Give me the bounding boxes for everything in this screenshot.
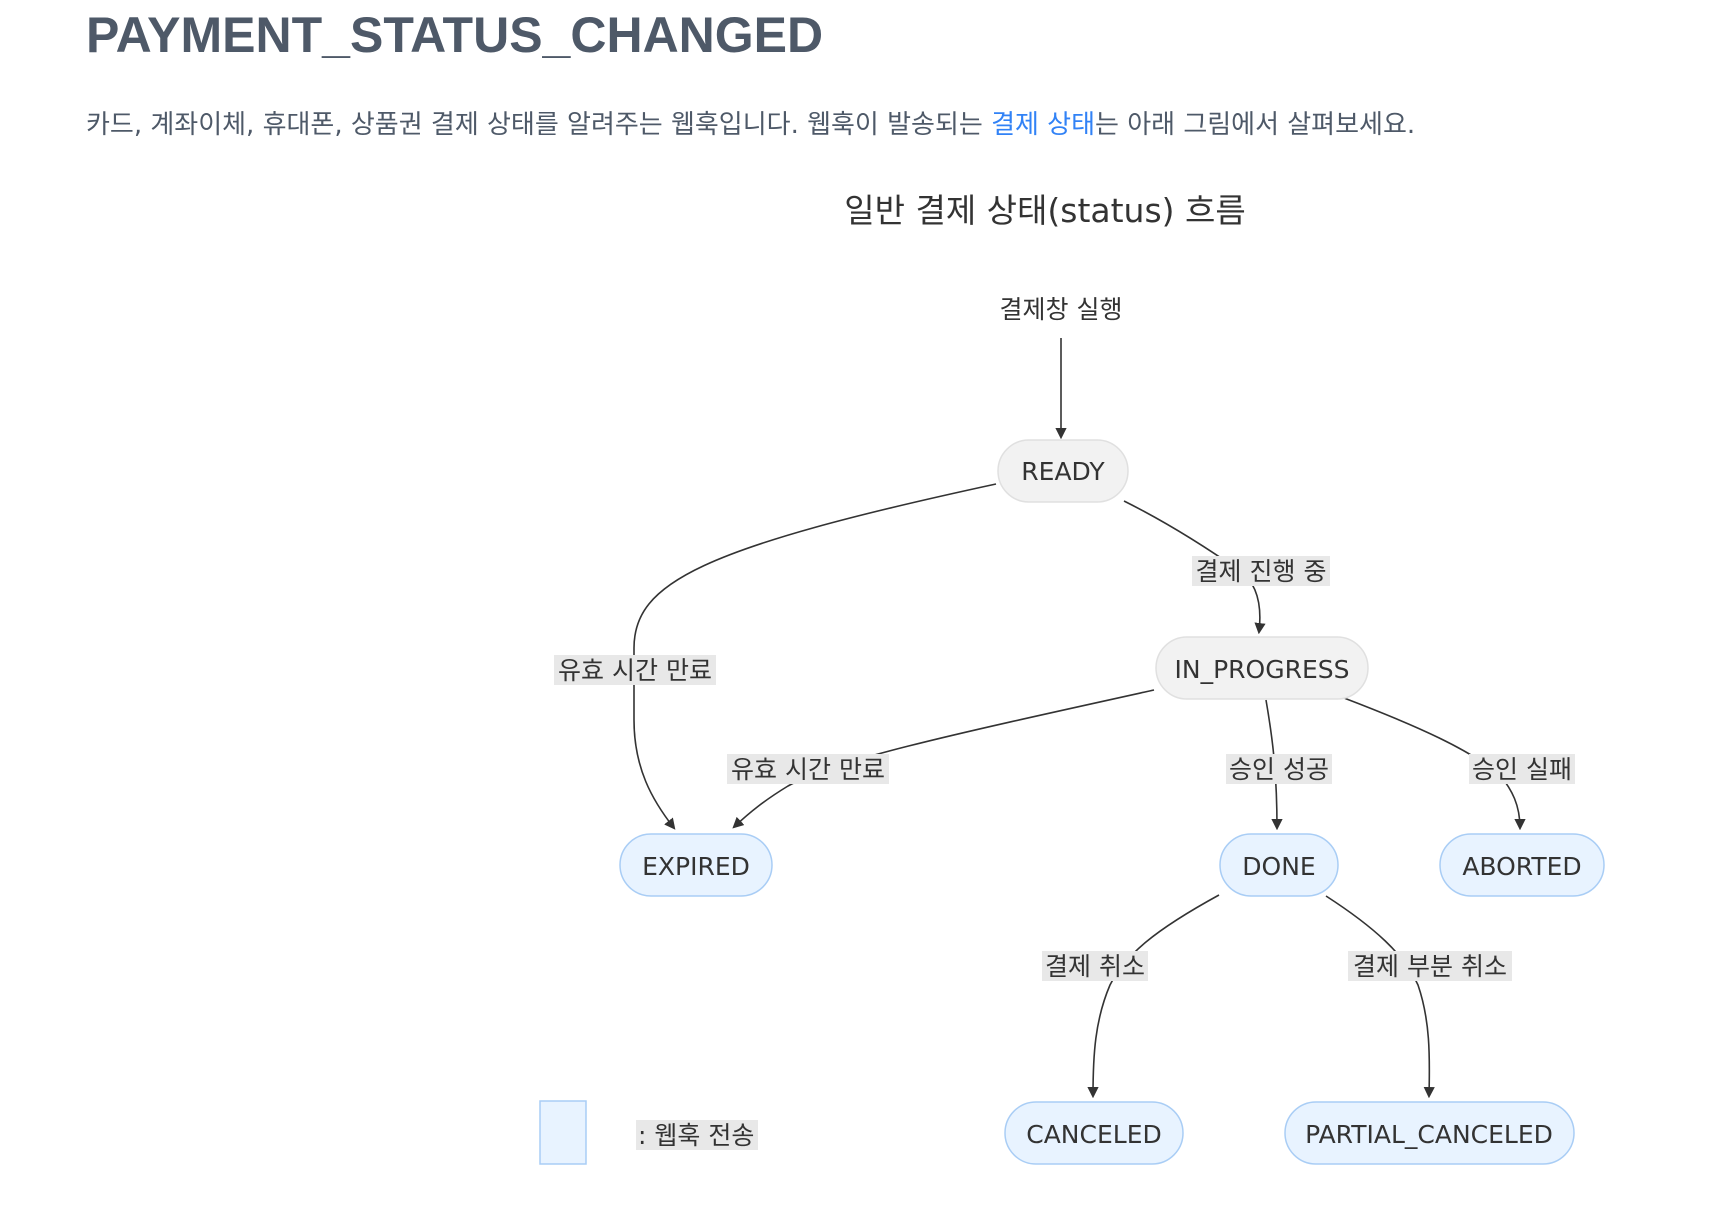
edge-ready-to-expired bbox=[633, 483, 997, 830]
node-done: DONE bbox=[1219, 833, 1339, 897]
node-partial-canceled: PARTIAL_CANCELED bbox=[1284, 1101, 1575, 1165]
node-expired-label: EXPIRED bbox=[642, 852, 750, 881]
edge-label-bg bbox=[1226, 754, 1332, 784]
description-text-after: 는 아래 그림에서 살펴보세요. bbox=[1095, 110, 1416, 140]
node-done-label: DONE bbox=[1242, 852, 1315, 881]
nodes: READY IN_PROGRESS EXPIRED DONE ABORTED C… bbox=[619, 439, 1605, 1165]
edge-label-ready-to-in-progress: 결제 진행 중 bbox=[1196, 557, 1327, 586]
diagram-title: 일반 결제 상태(status) 흐름 bbox=[844, 191, 1246, 230]
description-text-before: 카드, 계좌이체, 휴대폰, 상품권 결제 상태를 알려주는 웹훅입니다. 웹훅… bbox=[86, 110, 992, 140]
edge-label-in-progress-to-aborted: 승인 실패 bbox=[1472, 755, 1572, 784]
page-title: PAYMENT_STATUS_CHANGED bbox=[86, 7, 824, 63]
edge-label-in-progress-to-expired: 유효 시간 만료 bbox=[731, 755, 885, 784]
page-description: 카드, 계좌이체, 휴대폰, 상품권 결제 상태를 알려주는 웹훅입니다. 웹훅… bbox=[86, 104, 1415, 141]
node-in-progress: IN_PROGRESS bbox=[1155, 636, 1369, 700]
edge-label-done-to-canceled: 결제 취소 bbox=[1045, 952, 1145, 981]
edge-label-bg bbox=[1469, 754, 1575, 784]
edge-label-ready-to-expired: 유효 시간 만료 bbox=[558, 656, 712, 685]
node-expired: EXPIRED bbox=[619, 833, 773, 897]
edge-label-in-progress-to-done: 승인 성공 bbox=[1229, 755, 1329, 784]
legend-label-bg bbox=[636, 1120, 758, 1150]
edge-label-bg bbox=[1042, 951, 1148, 981]
edge-label-done-to-partial-canceled: 결제 부분 취소 bbox=[1353, 952, 1507, 981]
legend-swatch bbox=[539, 1100, 587, 1165]
edge-label-bg bbox=[554, 655, 716, 685]
node-in-progress-label: IN_PROGRESS bbox=[1175, 655, 1350, 684]
edge-label-bg bbox=[727, 754, 889, 784]
legend-label: : 웹훅 전송 bbox=[638, 1121, 754, 1150]
node-ready: READY bbox=[997, 439, 1129, 503]
node-canceled: CANCELED bbox=[1004, 1101, 1184, 1165]
payment-status-link[interactable]: 결제 상태 bbox=[991, 110, 1096, 140]
edge-label-bg bbox=[1348, 951, 1512, 981]
node-aborted: ABORTED bbox=[1439, 833, 1605, 897]
legend: : 웹훅 전송 bbox=[539, 1100, 758, 1165]
edge-done-to-partial-canceled bbox=[1325, 895, 1435, 1099]
edge-labels: 결제 진행 중 유효 시간 만료 유효 시간 만료 승인 성공 승인 실패 결제… bbox=[554, 556, 1575, 981]
edge-label-bg bbox=[1192, 556, 1330, 586]
node-ready-label: READY bbox=[1021, 457, 1105, 486]
edge-done-to-canceled bbox=[1087, 894, 1220, 1099]
node-aborted-label: ABORTED bbox=[1462, 852, 1581, 881]
start-label: 결제창 실행 bbox=[1000, 295, 1123, 324]
node-partial-canceled-label: PARTIAL_CANCELED bbox=[1305, 1120, 1553, 1149]
node-canceled-label: CANCELED bbox=[1026, 1120, 1162, 1149]
